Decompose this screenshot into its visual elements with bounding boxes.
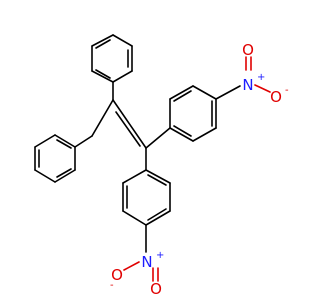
- oxygen-charge: -: [285, 85, 289, 96]
- phenyl-ring-left: [34, 134, 76, 183]
- oxygen-charge: -: [110, 280, 114, 291]
- oxygen-atom-label: O: [111, 266, 123, 284]
- nitro-group-bottom: N + O - O: [110, 250, 164, 298]
- nitrogen-atom-label: N: [141, 253, 152, 271]
- nitro-group-top: N + O O -: [242, 41, 289, 106]
- oxygen-atom-label: O: [270, 88, 282, 106]
- nitrogen-charge: +: [156, 250, 164, 261]
- nitrogen-charge: +: [257, 72, 265, 83]
- nitrogen-atom-label: N: [242, 76, 253, 94]
- central-alkene: [74, 81, 171, 171]
- oxygen-atom-label: O: [242, 41, 254, 59]
- nitrophenyl-ring-bottom: [122, 169, 171, 253]
- nitrophenyl-ring-right: [169, 85, 241, 142]
- oxygen-atom-label: O: [150, 280, 162, 298]
- molecule-drawing: N + O O - N + O - O: [34, 34, 289, 298]
- structure-canvas: N + O O - N + O - O: [34, 34, 289, 298]
- phenyl-ring-top: [91, 34, 133, 83]
